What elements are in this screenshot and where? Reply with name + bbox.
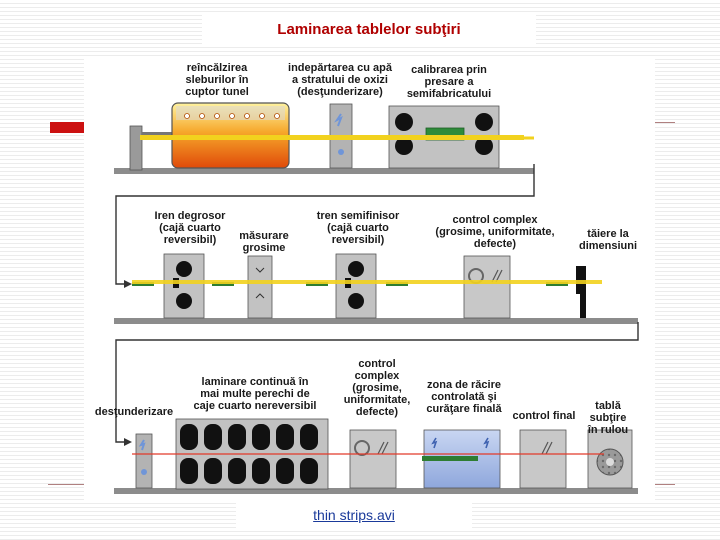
- label-taiere: tăiere la dimensiuni: [578, 228, 638, 252]
- finishing-rolls: [180, 424, 318, 484]
- inspection-unit-2: [349, 429, 397, 489]
- cooling-rollers: [422, 456, 478, 461]
- decorative-line-right-top: [655, 122, 675, 123]
- label-masurare: măsurare grosime: [239, 230, 289, 254]
- video-link[interactable]: thin strips.avi: [313, 507, 395, 523]
- label-laminare-continua: laminare continuă în mai multe perechi d…: [193, 376, 317, 412]
- label-desfunderizare: desţunderizare: [94, 406, 174, 418]
- label-control-complex-2: control complex (grosime, uniformitate, …: [343, 358, 411, 418]
- decorative-line-left-bottom: [48, 484, 84, 485]
- flow-connector-1: [115, 164, 535, 285]
- flow-arrow-2: [124, 438, 132, 446]
- process-diagram: reîncălzirea sleburilor în cuptor tunel …: [84, 56, 655, 500]
- row-3: [114, 418, 638, 494]
- thickness-gauge-1: [247, 255, 273, 319]
- label-reincalzirea: reîncălzirea sleburilor în cuptor tunel: [185, 62, 249, 98]
- decorative-red-bar: [50, 122, 86, 133]
- label-control-final: control final: [512, 410, 576, 422]
- label-tren-semifinisor: tren semifinisor (cajă cuarto reversibil…: [316, 210, 400, 246]
- process-diagram-graphic: [114, 102, 639, 494]
- strip-yellow-2: [132, 280, 602, 284]
- label-indepartarea: indepărtarea cu apă a stratului de oxizi…: [288, 62, 392, 98]
- descaler-2: [135, 433, 153, 489]
- final-inspection-unit: [519, 429, 567, 489]
- shear-cutter: [576, 266, 586, 318]
- label-tabla-rulou: tablă subţire în rulou: [587, 400, 629, 436]
- title-box: Laminarea tablelor subţiri: [202, 14, 536, 44]
- row-1: [114, 102, 534, 174]
- label-calibrarea: calibrarea prin presare a semifabricatul…: [406, 64, 492, 100]
- flow-connector-2: [115, 322, 639, 443]
- decorative-line-right-bottom: [655, 484, 675, 485]
- slide-title: Laminarea tablelor subţiri: [277, 20, 461, 38]
- entry-stand: [129, 125, 143, 171]
- inspection-unit-1: [463, 255, 511, 319]
- base-rail-3: [114, 488, 638, 494]
- entry-arm: [142, 132, 172, 137]
- label-zona-racire: zona de răcire controlată şi curăţare fi…: [426, 379, 502, 415]
- footer-box: thin strips.avi: [236, 500, 472, 530]
- furnace-burners: [184, 113, 280, 119]
- row-2: [114, 253, 638, 324]
- slab-yellow-1: [140, 135, 524, 140]
- label-iren-degrosor: Iren degrosor (cajă cuarto reversibil): [154, 210, 226, 246]
- flow-arrow-1: [124, 280, 132, 288]
- base-rail-1: [114, 168, 534, 174]
- water-jet-1: [334, 113, 343, 127]
- label-control-complex-1: control complex (grosime, uniformitate, …: [435, 214, 555, 250]
- base-rail-2: [114, 318, 638, 324]
